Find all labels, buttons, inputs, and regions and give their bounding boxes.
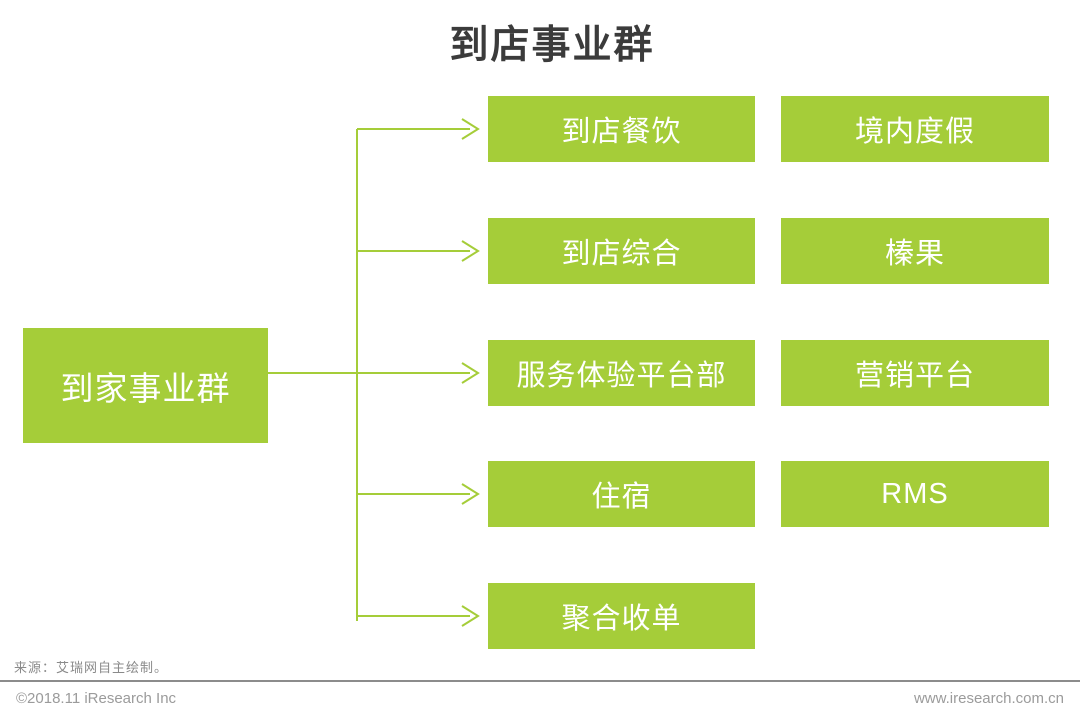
org-node-col1-row4: 住宿 [488,461,755,527]
org-node-label: 聚合收单 [561,603,682,635]
footer-divider [0,680,1080,682]
org-node-col1-row2: 到店综合 [488,218,755,284]
org-node-col1-row1: 到店餐饮 [488,96,755,162]
website-link: www.iresearch.com.cn [913,690,1064,707]
arrowhead-2 [461,240,480,262]
org-node-label: 到店综合 [561,238,682,270]
org-node-label: 到店餐饮 [561,116,682,148]
org-node-label: RMS [881,477,949,510]
org-node-root: 到家事业群 [23,328,268,443]
page-title: 到店事业群 [449,24,655,67]
arrowhead-1 [461,118,480,140]
org-node-label: 服务体验平台部 [516,360,727,392]
org-node-root-label: 到家事业群 [60,369,231,407]
arrowhead-3 [461,362,480,384]
org-node-label: 营销平台 [854,360,975,392]
org-node-label: 境内度假 [854,116,975,148]
arrowhead-4 [461,483,480,505]
org-node-col1-row3: 服务体验平台部 [488,340,755,406]
org-node-col2-row3: 营销平台 [781,340,1049,406]
org-node-col2-row1: 境内度假 [781,96,1049,162]
arrowhead-5 [461,605,480,627]
org-node-col2-row4: RMS [781,461,1049,527]
source-note: 来源：艾瑞网自主绘制。 [14,660,169,675]
footer-bar: ©2018.11 iResearch Inc www.iresearch.com… [0,682,1080,715]
org-node-col2-row2: 榛果 [781,218,1049,284]
org-node-col1-row5: 聚合收单 [488,583,755,649]
org-node-label: 榛果 [884,238,945,270]
copyright-text: ©2018.11 iResearch Inc [16,690,177,707]
org-node-label: 住宿 [591,481,652,513]
